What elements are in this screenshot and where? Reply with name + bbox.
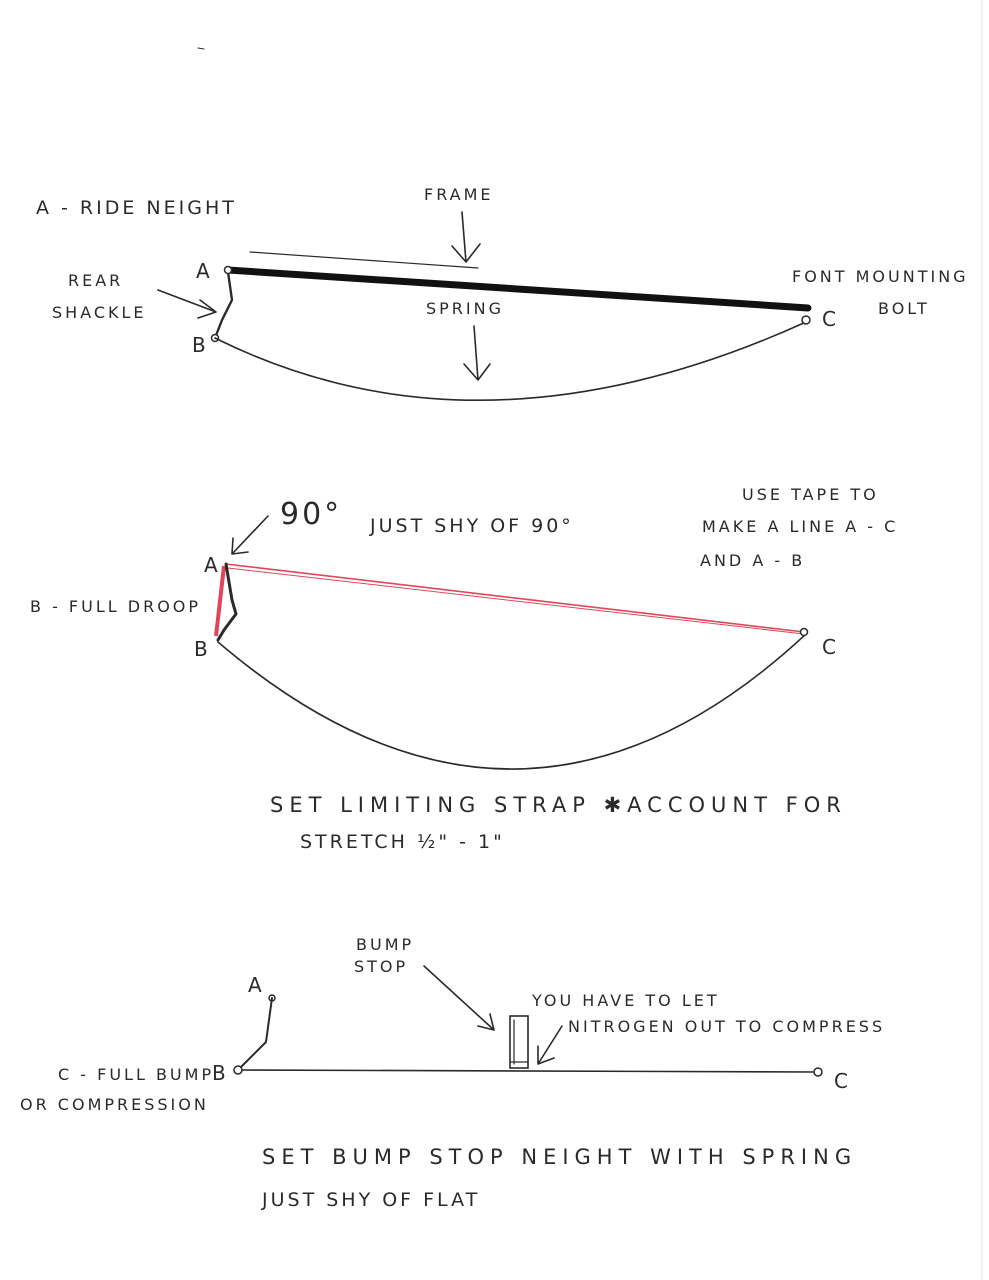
rear-shackle-label-line1: REAR xyxy=(68,271,123,290)
point-b-label-diagram-a: B xyxy=(192,333,209,357)
tape-note-line2: MAKE A LINE A - C xyxy=(702,517,898,536)
bump-stop-label-line1: BUMP xyxy=(356,935,414,954)
rear-shackle-arrow xyxy=(157,289,217,319)
just-shy-label: JUST SHY OF 90° xyxy=(369,515,574,537)
droop-shackle-link xyxy=(216,562,238,642)
point-b-label-diagram-b: B xyxy=(194,637,211,661)
point-c-label-diagram-c: C xyxy=(834,1069,851,1093)
limiting-strap-note-line2: STRETCH ½" - 1" xyxy=(300,831,505,853)
front-mount-bolt xyxy=(801,315,811,325)
rear-shackle-link xyxy=(213,270,234,340)
angle-arrow xyxy=(231,515,269,555)
tape-line-a-to-b xyxy=(214,565,226,637)
bump-stop-height-note-line1: SET BUMP STOP NEIGHT WITH SPRING xyxy=(262,1145,857,1169)
diagram-a-title: A - RIDE NEIGHT xyxy=(36,197,237,219)
point-c-label-diagram-b: C xyxy=(822,635,839,659)
bump-front-mount xyxy=(813,1067,823,1077)
diagram-c-full-bump: BUMP STOP YOU HAVE TO LET NITROGEN OUT T… xyxy=(20,935,885,1211)
point-a-label-diagram-b: A xyxy=(204,553,221,577)
nitrogen-note-line1: YOU HAVE TO LET xyxy=(531,991,720,1010)
limiting-strap-note-line1: SET LIMITING STRAP ✱ACCOUNT FOR xyxy=(270,793,847,817)
spring-label: SPRING xyxy=(426,299,504,318)
tape-note-line3: AND A - B xyxy=(700,551,805,570)
front-mount-label-line2: BOLT xyxy=(878,299,930,318)
flat-spring-line xyxy=(241,1069,817,1073)
droop-spring-curve xyxy=(217,633,807,770)
diagram-c-title-line2: OR COMPRESSION xyxy=(20,1095,209,1114)
diagram-b-title: B - FULL DROOP xyxy=(30,597,201,616)
stray-pen-mark xyxy=(197,47,205,50)
tape-note-line1: USE TAPE TO xyxy=(742,485,879,504)
tape-line-a-to-c-second-pass xyxy=(227,567,805,635)
diagram-c-title-line1: C - FULL BUMP xyxy=(58,1065,214,1084)
tape-line-a-to-c xyxy=(225,563,805,633)
rear-shackle-label-line2: SHACKLE xyxy=(52,303,147,322)
diagram-a-ride-height: A - RIDE NEIGHT FRAME REAR SHACKLE A B S… xyxy=(36,185,969,402)
droop-front-mount xyxy=(799,627,809,637)
diagram-b-full-droop: 90° JUST SHY OF 90° USE TAPE TO MAKE A L… xyxy=(30,485,898,853)
bump-stop-height-note-line2: JUST SHY OF FLAT xyxy=(261,1189,480,1211)
nitrogen-arrow xyxy=(537,1025,563,1065)
angle-label: 90° xyxy=(280,497,342,532)
bump-stop-label-line2: STOP xyxy=(354,957,408,976)
point-b-label-diagram-c: B xyxy=(212,1061,229,1085)
frame-rail-sketch-line xyxy=(249,251,479,269)
bump-pivot-b xyxy=(233,1065,243,1075)
point-c-label-diagram-a: C xyxy=(822,307,839,331)
frame-arrow xyxy=(451,211,481,263)
nitrogen-note-line2: NITROGEN OUT TO COMPRESS xyxy=(568,1017,885,1036)
bump-stop-cylinder-detail xyxy=(509,1019,529,1065)
shackle-pivot-a xyxy=(223,265,233,275)
spring-arrow xyxy=(463,325,491,381)
frame-label: FRAME xyxy=(424,185,494,204)
bump-shackle-link xyxy=(239,997,273,1069)
bump-stop-cylinder xyxy=(509,1015,529,1069)
frame-rail xyxy=(224,266,812,312)
leaf-spring-curve xyxy=(214,321,807,402)
point-a-label-diagram-a: A xyxy=(196,259,213,283)
bump-stop-arrow xyxy=(423,965,495,1031)
point-a-label-diagram-c: A xyxy=(248,973,265,997)
front-mount-label-line1: FONT MOUNTING xyxy=(792,267,969,286)
